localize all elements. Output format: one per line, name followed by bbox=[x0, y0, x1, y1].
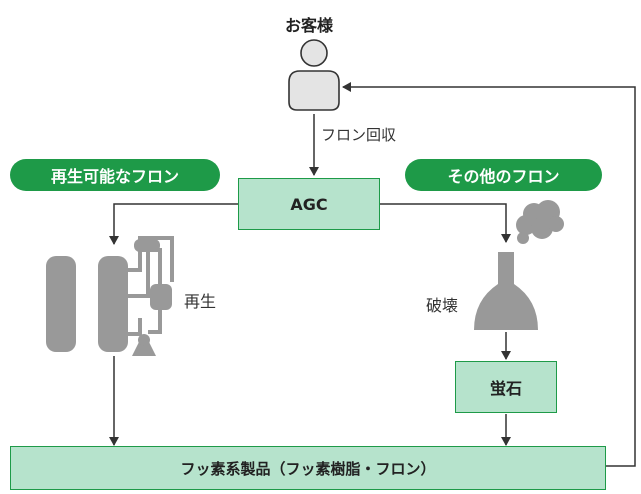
other-freon-pill: その他のフロン bbox=[405, 159, 602, 191]
right-branch-arrow bbox=[380, 203, 511, 243]
recovery-label: フロン回収 bbox=[321, 126, 397, 144]
recyclable-freon-pill: 再生可能なフロン bbox=[10, 159, 220, 191]
fluorine-products-box: フッ素系製品（フッ素樹脂・フロン） bbox=[10, 446, 606, 490]
regeneration-plant-icon bbox=[46, 236, 174, 356]
left-branch-arrow bbox=[109, 203, 238, 245]
agc-box: AGC bbox=[238, 178, 380, 230]
person-icon bbox=[288, 39, 340, 111]
regeneration-label: 再生 bbox=[184, 292, 217, 311]
smoke-icon bbox=[516, 200, 564, 244]
incinerator-icon bbox=[474, 252, 538, 330]
return-arrow bbox=[342, 82, 636, 467]
customer-label: お客様 bbox=[285, 16, 334, 35]
fluorite-box: 蛍石 bbox=[455, 361, 557, 413]
destruction-label: 破壊 bbox=[426, 296, 459, 315]
